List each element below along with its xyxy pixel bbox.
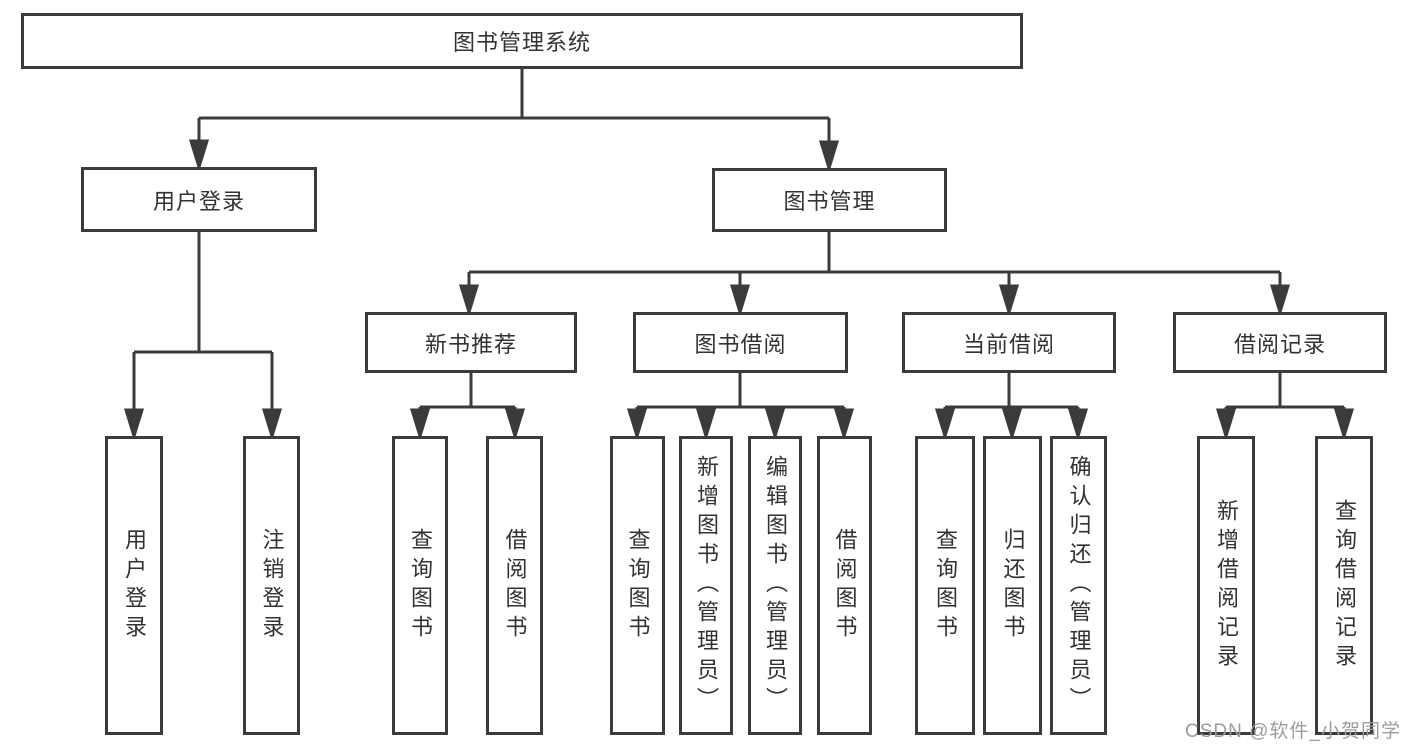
- node-label: 用户登录: [152, 188, 245, 214]
- leaf-add-borrow-record: 新增借阅记录: [1197, 436, 1255, 735]
- node-new-book-recommend: 新书推荐: [365, 312, 577, 373]
- leaf-label: 借阅图书: [832, 527, 858, 644]
- node-label: 新书推荐: [424, 331, 517, 357]
- leaf-label: 查询图书: [408, 527, 433, 644]
- arrowhead: [1067, 408, 1089, 442]
- leaf-return-books: 归还图书: [983, 436, 1042, 735]
- connector-borrow-record-children: [1215, 373, 1355, 442]
- arrowhead: [833, 408, 855, 442]
- leaf-label: 查询图书: [625, 527, 651, 644]
- node-label: 图书管理系统: [452, 30, 591, 55]
- leaf-current-query-books: 查询图书: [915, 436, 975, 735]
- arrowhead: [504, 408, 526, 442]
- arrowhead: [1215, 408, 1237, 442]
- arrowhead: [1001, 408, 1023, 442]
- node-label: 借阅记录: [1233, 331, 1326, 357]
- leaf-edit-books-admin: 编辑图书（管理员）: [748, 436, 802, 735]
- node-current-borrow: 当前借阅: [902, 312, 1116, 373]
- arrowhead: [261, 408, 283, 442]
- arrowhead: [998, 284, 1020, 318]
- leaf-borrow-books: 借阅图书: [817, 436, 872, 735]
- node-borrow-record: 借阅记录: [1173, 312, 1387, 373]
- leaf-user-login: 用户登录: [105, 436, 163, 735]
- leaf-borrow-query-books: 查询图书: [610, 436, 665, 735]
- connector-root-to-level2: [188, 68, 840, 174]
- leaf-recommend-query-books: 查询图书: [392, 436, 448, 735]
- connector-book-borrow-children: [626, 373, 855, 442]
- arrowhead: [123, 408, 145, 442]
- connector-new-book-rec-children: [409, 373, 526, 442]
- arrowhead: [188, 139, 210, 173]
- leaf-label: 查询借阅记录: [1332, 498, 1357, 673]
- leaf-query-borrow-record: 查询借阅记录: [1315, 436, 1373, 735]
- leaf-label: 新增图书（管理员）: [694, 455, 719, 716]
- leaf-logout: 注销登录: [243, 436, 300, 735]
- leaf-add-books-admin: 新增图书（管理员）: [679, 436, 733, 735]
- leaf-label: 用户登录: [122, 527, 147, 644]
- node-label: 当前借阅: [962, 331, 1055, 357]
- arrowhead: [626, 408, 648, 442]
- leaf-label: 编辑图书（管理员）: [763, 455, 788, 716]
- connector-book-mgmt-children: [458, 232, 1291, 318]
- connector-user-login-children: [123, 232, 283, 442]
- arrowhead: [818, 140, 840, 174]
- leaf-label: 借阅图书: [502, 527, 528, 644]
- node-label: 图书管理: [783, 189, 876, 214]
- node-label: 图书借阅: [694, 331, 787, 357]
- leaf-label: 归还图书: [1000, 527, 1026, 644]
- arrowhead: [729, 284, 751, 318]
- arrowhead: [458, 284, 480, 318]
- node-book-management: 图书管理: [712, 168, 947, 232]
- leaf-confirm-return-admin: 确认归还（管理员）: [1050, 436, 1107, 735]
- arrowhead: [1333, 408, 1355, 442]
- node-book-borrow: 图书借阅: [633, 312, 848, 373]
- leaf-label: 注销登录: [259, 527, 285, 644]
- csdn-watermark: CSDN @软件_小贺同学: [1185, 721, 1401, 742]
- leaf-recommend-borrow-books: 借阅图书: [486, 436, 543, 735]
- leaf-label: 查询图书: [933, 527, 958, 644]
- arrowhead: [764, 408, 786, 442]
- arrowhead: [934, 408, 956, 442]
- node-root-system: 图书管理系统: [21, 13, 1023, 69]
- arrowhead: [695, 408, 717, 442]
- leaf-label: 新增借阅记录: [1214, 498, 1239, 673]
- arrowhead: [409, 408, 431, 442]
- connector-current-borrow-children: [934, 373, 1089, 442]
- node-user-login: 用户登录: [81, 167, 317, 232]
- leaf-label: 确认归还（管理员）: [1066, 455, 1092, 716]
- arrowhead: [1269, 284, 1291, 318]
